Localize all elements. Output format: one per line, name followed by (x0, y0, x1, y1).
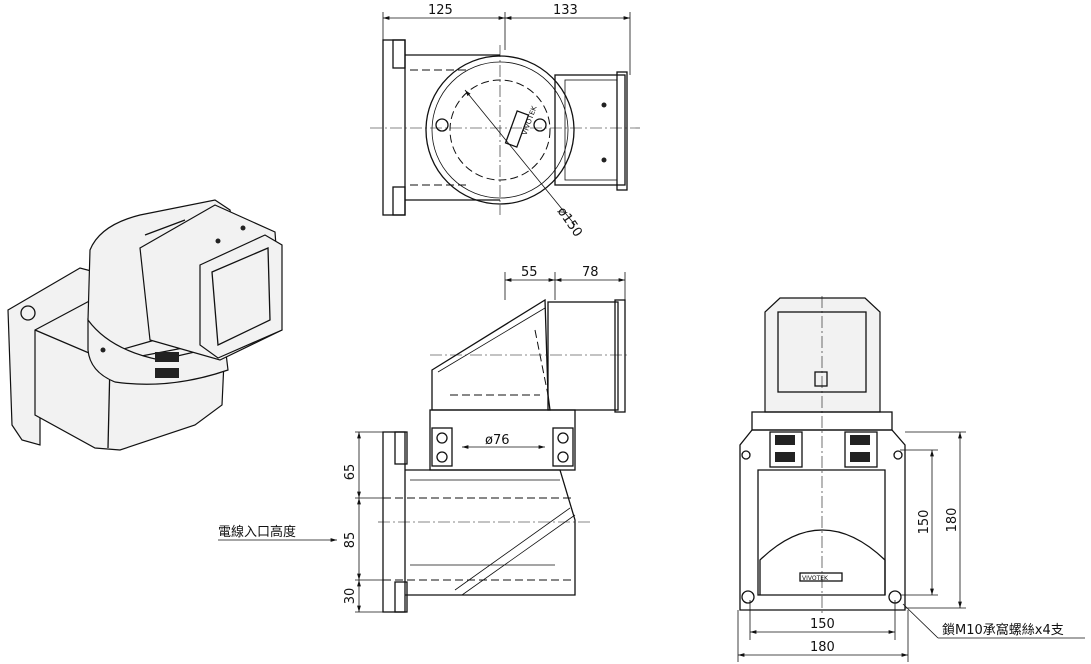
front-view: VIVOTEK 150 180 150 180 鎖M10承窩螺絲x4支 (737, 296, 1085, 662)
dim-right-150: 150 (917, 510, 932, 535)
dia-150: ø150 (554, 205, 585, 240)
dim-right-180: 180 (945, 508, 960, 533)
isometric-view (7, 199, 283, 451)
side-view: 55 78 ø76 65 85 30 電線入口高度 (218, 265, 630, 613)
front-logo: VIVOTEK (802, 575, 829, 582)
screw-note: 鎖M10承窩螺絲x4支 (942, 622, 1064, 638)
dim-133: 133 (553, 3, 578, 18)
dim-bottom-180: 180 (810, 640, 835, 655)
top-view: 125 133 VIVOTEK ø150 (370, 3, 640, 240)
dim-125: 125 (428, 3, 453, 18)
dia-76: ø76 (485, 433, 510, 448)
dim-65: 65 (343, 464, 358, 481)
dim-78: 78 (582, 265, 599, 280)
dim-30: 30 (343, 588, 358, 605)
cable-entry-height-label: 電線入口高度 (218, 524, 296, 540)
dim-55: 55 (521, 265, 538, 280)
dim-85: 85 (343, 532, 358, 549)
dim-bottom-150: 150 (810, 617, 835, 632)
